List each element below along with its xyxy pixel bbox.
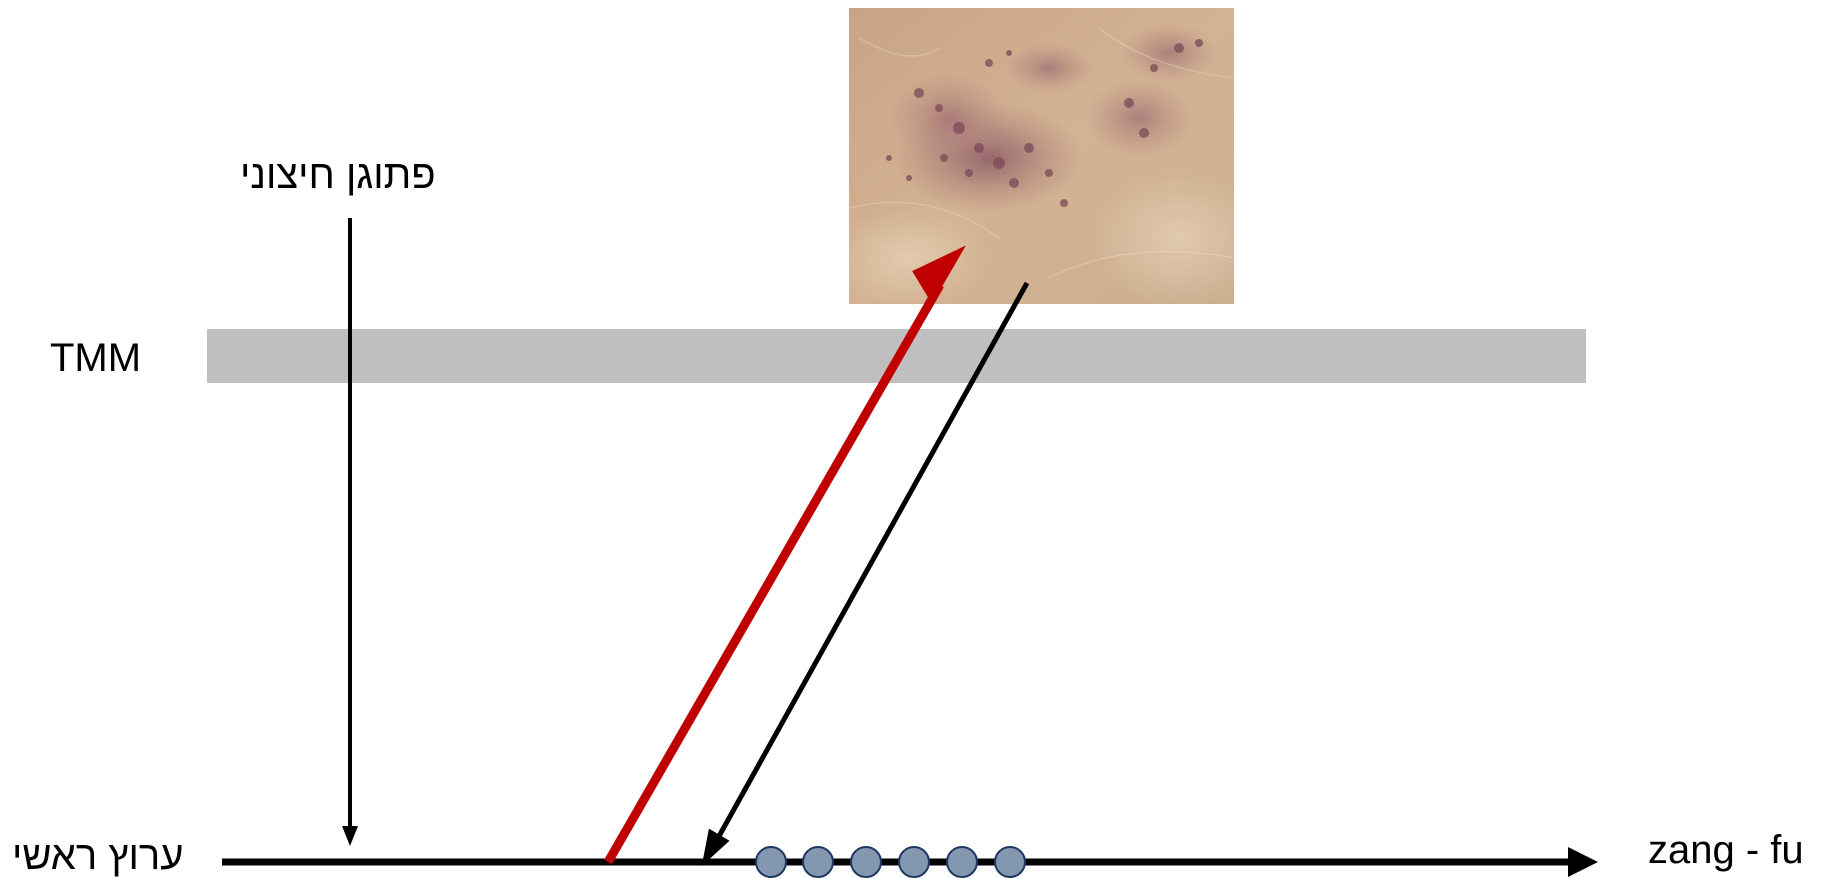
tmm-label: TMM — [50, 338, 141, 378]
channel-node — [756, 847, 786, 877]
zang-fu-label: zang - fu — [1648, 830, 1804, 870]
external-pathogen-label: פתוגן חיצוני — [240, 155, 436, 195]
channel-node — [851, 847, 881, 877]
channel-node — [995, 847, 1025, 877]
channel-node — [947, 847, 977, 877]
channel-node — [899, 847, 929, 877]
black-return-arrow — [704, 283, 1027, 862]
external-pathogen-arrow — [342, 218, 358, 846]
red-upward-arrow — [608, 250, 961, 862]
channel-node — [803, 847, 833, 877]
main-channel-label: ערוץ ראשי — [12, 836, 184, 876]
